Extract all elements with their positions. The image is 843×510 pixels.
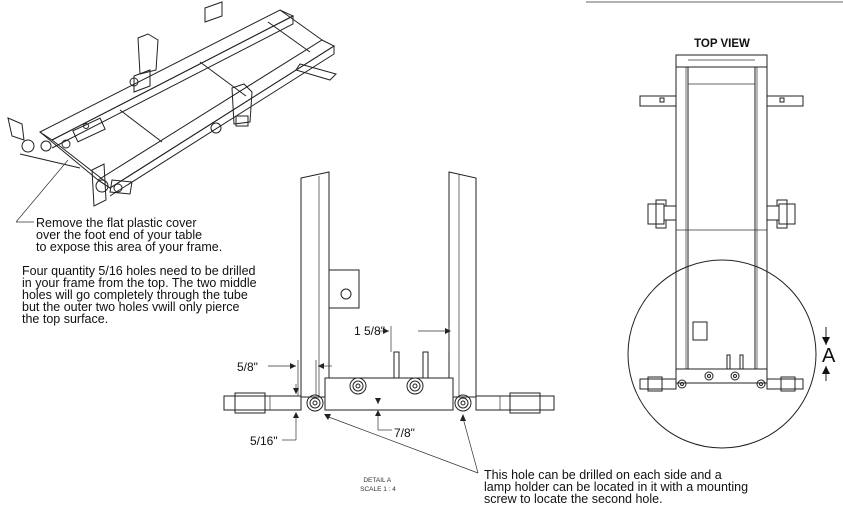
cover-note-line: Remove the flat plastic cover bbox=[36, 216, 197, 230]
top-view-frame bbox=[639, 54, 804, 392]
hole-side-note-line: This hole can be drilled on each side an… bbox=[484, 468, 722, 482]
dimension-label-five-eighths: 5/8" bbox=[237, 360, 258, 374]
hole-side-note: This hole can be drilled on each side an… bbox=[484, 468, 752, 506]
holes-note-line: but the outer two holes vwill only pierc… bbox=[22, 300, 240, 314]
cover-note-line: to expose this area of your frame. bbox=[36, 240, 222, 254]
detail-name: DETAIL A bbox=[363, 477, 391, 484]
dimension-label-five-sixteenths: 5/16" bbox=[250, 434, 278, 448]
holes-note-line: holes will go completely through the tub… bbox=[22, 288, 248, 302]
detail-a-view bbox=[223, 171, 555, 414]
cover-note-line: over the foot end of your table bbox=[36, 228, 202, 242]
holes-note-line: the top surface. bbox=[22, 312, 108, 326]
holes-note-line: Four quantity 5/16 holes need to be dril… bbox=[22, 264, 256, 278]
dimension-lines bbox=[268, 326, 451, 441]
detail-a-circle bbox=[627, 259, 817, 449]
dimension-label-one-five-eighths: 1 5/8" bbox=[354, 324, 385, 338]
hole-leader-lines bbox=[324, 414, 479, 474]
holes-note: Four quantity 5/16 holes need to be dril… bbox=[22, 264, 260, 326]
holes-note-line: in your frame from the top. The two midd… bbox=[22, 276, 257, 290]
detail-caption: DETAIL A SCALE 1 : 4 bbox=[360, 477, 396, 493]
section-marker-a-label: A bbox=[822, 345, 836, 367]
hole-side-note-line: lamp holder can be located in it with a … bbox=[484, 480, 748, 494]
dimension-label-seven-eighths: 7/8" bbox=[394, 426, 415, 440]
cover-note: Remove the flat plastic cover over the f… bbox=[36, 216, 222, 254]
isometric-frame-view bbox=[7, 1, 337, 207]
top-view-title: TOP VIEW bbox=[694, 38, 750, 50]
cover-leader-line bbox=[15, 159, 69, 223]
hole-side-note-line: screw to locate the second hole. bbox=[484, 492, 663, 506]
section-marker-a bbox=[822, 327, 830, 381]
detail-scale: SCALE 1 : 4 bbox=[360, 486, 396, 493]
